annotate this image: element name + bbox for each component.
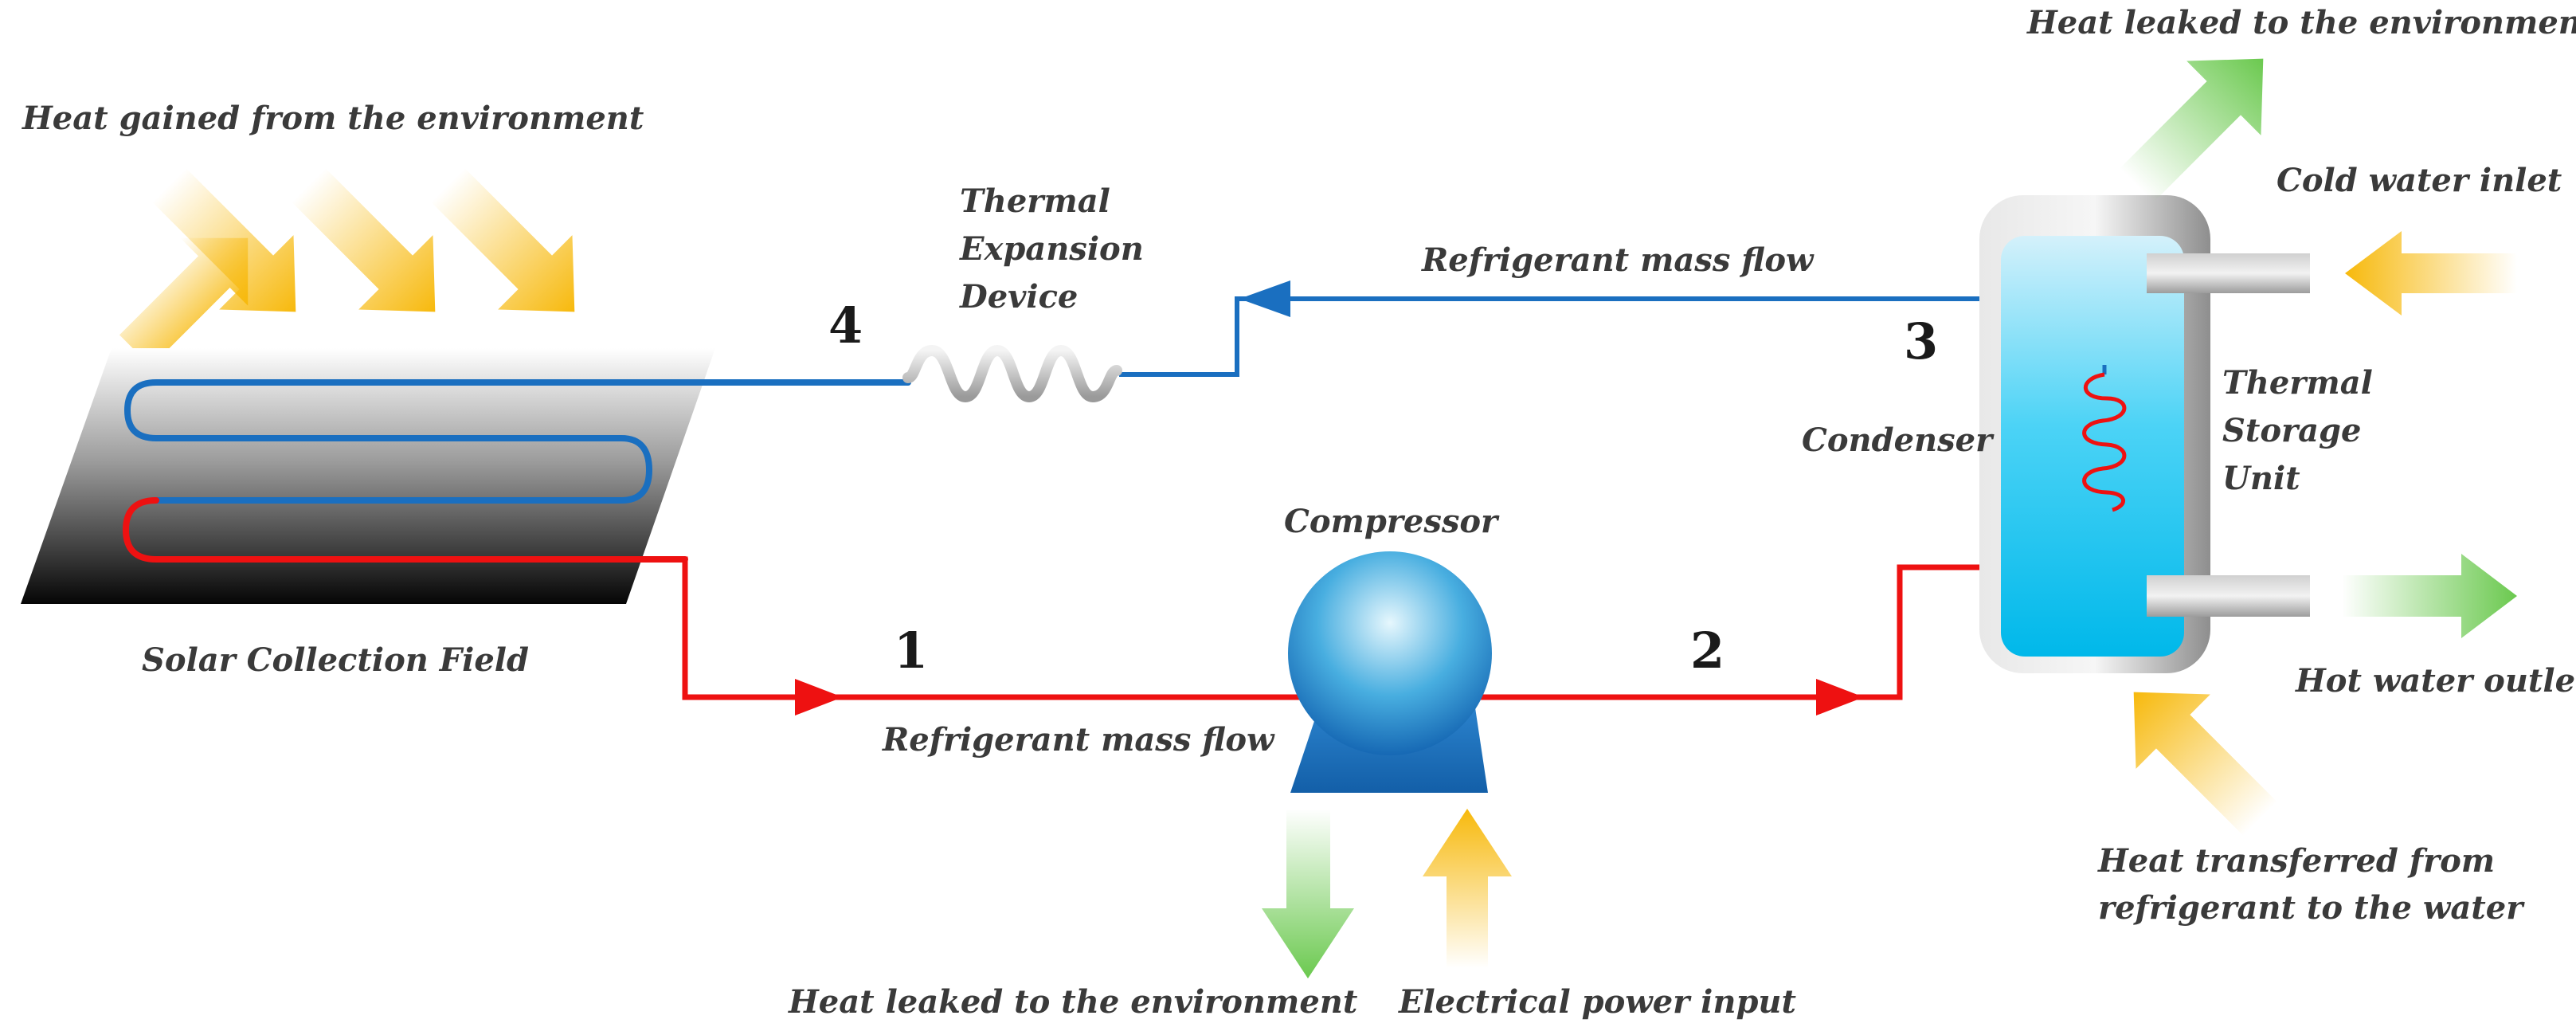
state-point-4: 4 (828, 296, 863, 355)
heat-gained-arrows (119, 237, 249, 367)
mass-flow-bottom-label: Refrigerant mass flow (882, 721, 1275, 759)
heat-gained-arrow-3 (431, 168, 575, 312)
heat-leaked-bottom-label: Heat leaked to the environment (788, 983, 1358, 1021)
thermal-expansion-device (902, 344, 1122, 403)
flow-arrow-top (1239, 280, 1290, 317)
electrical-power-label: Electrical power input (1398, 983, 1796, 1021)
cold-water-inlet-label: Cold water inlet (2277, 162, 2562, 199)
storage-label-line3: Unit (2222, 460, 2300, 497)
state-point-2: 2 (1690, 621, 1725, 680)
expansion-label-line2: Expansion (959, 230, 1144, 268)
heat-leaked-top-label: Heat leaked to the environment (2026, 4, 2576, 41)
cold-water-pipe (2147, 253, 2310, 293)
compressor-heat-leak-arrow (1262, 809, 1354, 978)
flow-arrow-2 (1816, 679, 1864, 715)
hot-water-pipe (2147, 575, 2310, 617)
thermal-storage-unit (1979, 195, 2210, 673)
mass-flow-top-label: Refrigerant mass flow (1421, 241, 1815, 279)
expansion-label-line1: Thermal (960, 182, 1110, 220)
solar-field-label: Solar Collection Field (142, 641, 529, 679)
storage-label-line2: Storage (2222, 412, 2361, 449)
expansion-label-line3: Device (959, 278, 1078, 316)
flow-arrow-1 (795, 679, 843, 715)
solar-collection-field (21, 348, 715, 604)
cold-water-inlet-arrow (2345, 231, 2517, 316)
tank-heat-leak-arrow (2120, 58, 2264, 202)
compressor (1288, 551, 1492, 793)
compressor-label: Compressor (1284, 503, 1500, 540)
hot-water-outlet-arrow (2342, 554, 2517, 638)
heat-transferred-label-line2: refrigerant to the water (2098, 889, 2525, 927)
storage-label-line1: Thermal (2222, 364, 2373, 402)
heat-in-arrow-1 (119, 237, 249, 367)
state-point-1: 1 (894, 621, 928, 680)
electrical-power-arrow (1423, 809, 1512, 968)
heat-gained-arrow-2 (292, 168, 436, 312)
heat-gained-arrow-1 (152, 168, 296, 312)
heat-transferred-label-line1: Heat transferred from (2097, 842, 2495, 880)
heat-transfer-arrow (2133, 692, 2277, 836)
heat-gained-label: Heat gained from the environment (22, 100, 644, 137)
solar-coil (122, 379, 911, 563)
condenser-coil (2082, 365, 2127, 512)
condenser-label: Condenser (1802, 421, 1995, 459)
hot-water-outlet-label: Hot water outlet (2295, 662, 2576, 700)
state-point-3: 3 (1904, 312, 1938, 370)
